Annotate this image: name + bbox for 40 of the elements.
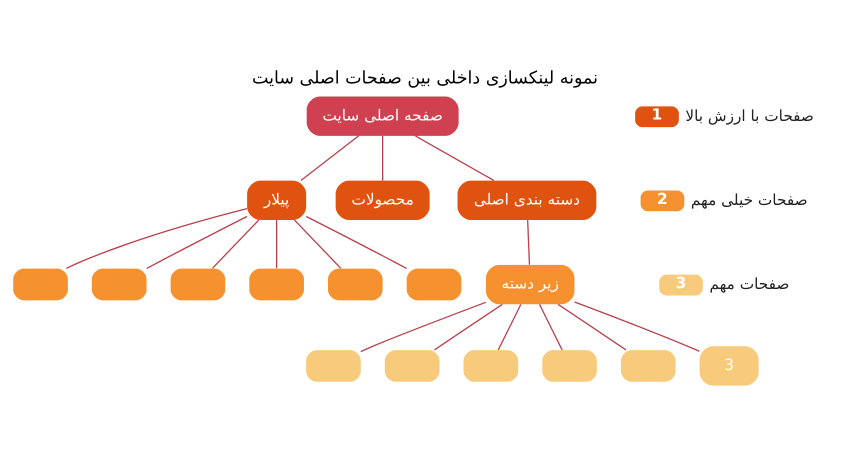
node-box: پیلار xyxy=(247,180,306,220)
legend-label: صفحات با ارزش بالا xyxy=(685,106,814,124)
node-box: 3 xyxy=(700,346,759,386)
connector xyxy=(300,134,359,180)
connector xyxy=(66,208,248,269)
node-box xyxy=(406,268,462,300)
node-box xyxy=(249,268,304,300)
legend-label: صفحات مهم xyxy=(709,274,790,293)
label: 1 xyxy=(652,105,662,124)
node-box xyxy=(384,350,440,382)
node-box xyxy=(620,350,676,382)
connector xyxy=(434,303,503,350)
node-box: دسته بندی اصلی xyxy=(458,180,596,220)
node-box xyxy=(13,268,68,300)
node-box xyxy=(542,350,597,382)
node-box: زیر دسته xyxy=(486,264,574,304)
connector xyxy=(498,304,522,350)
node-box xyxy=(464,350,518,382)
connector xyxy=(360,301,486,352)
legend-label: صفحات خیلی مهم xyxy=(690,190,808,208)
connector xyxy=(146,215,248,269)
node-box xyxy=(328,268,383,300)
node-box xyxy=(306,350,361,382)
connector xyxy=(574,300,700,352)
node-box: محصولات xyxy=(336,180,430,220)
connector xyxy=(538,304,563,350)
connector xyxy=(306,215,407,269)
label: 3 xyxy=(676,274,686,292)
connector xyxy=(212,219,260,268)
node-box xyxy=(92,268,147,300)
connector xyxy=(527,220,530,264)
diagram-title: نمونه لینکسازی داخلی بین صفحات اصلی سایت xyxy=(252,68,598,88)
connector xyxy=(558,303,626,350)
connector xyxy=(294,219,342,268)
label: 2 xyxy=(656,189,668,208)
connector xyxy=(276,220,278,268)
connector xyxy=(382,135,384,180)
node-box xyxy=(170,268,226,300)
connector xyxy=(415,134,494,181)
node-box: صفحه اصلی سایت xyxy=(306,96,459,136)
